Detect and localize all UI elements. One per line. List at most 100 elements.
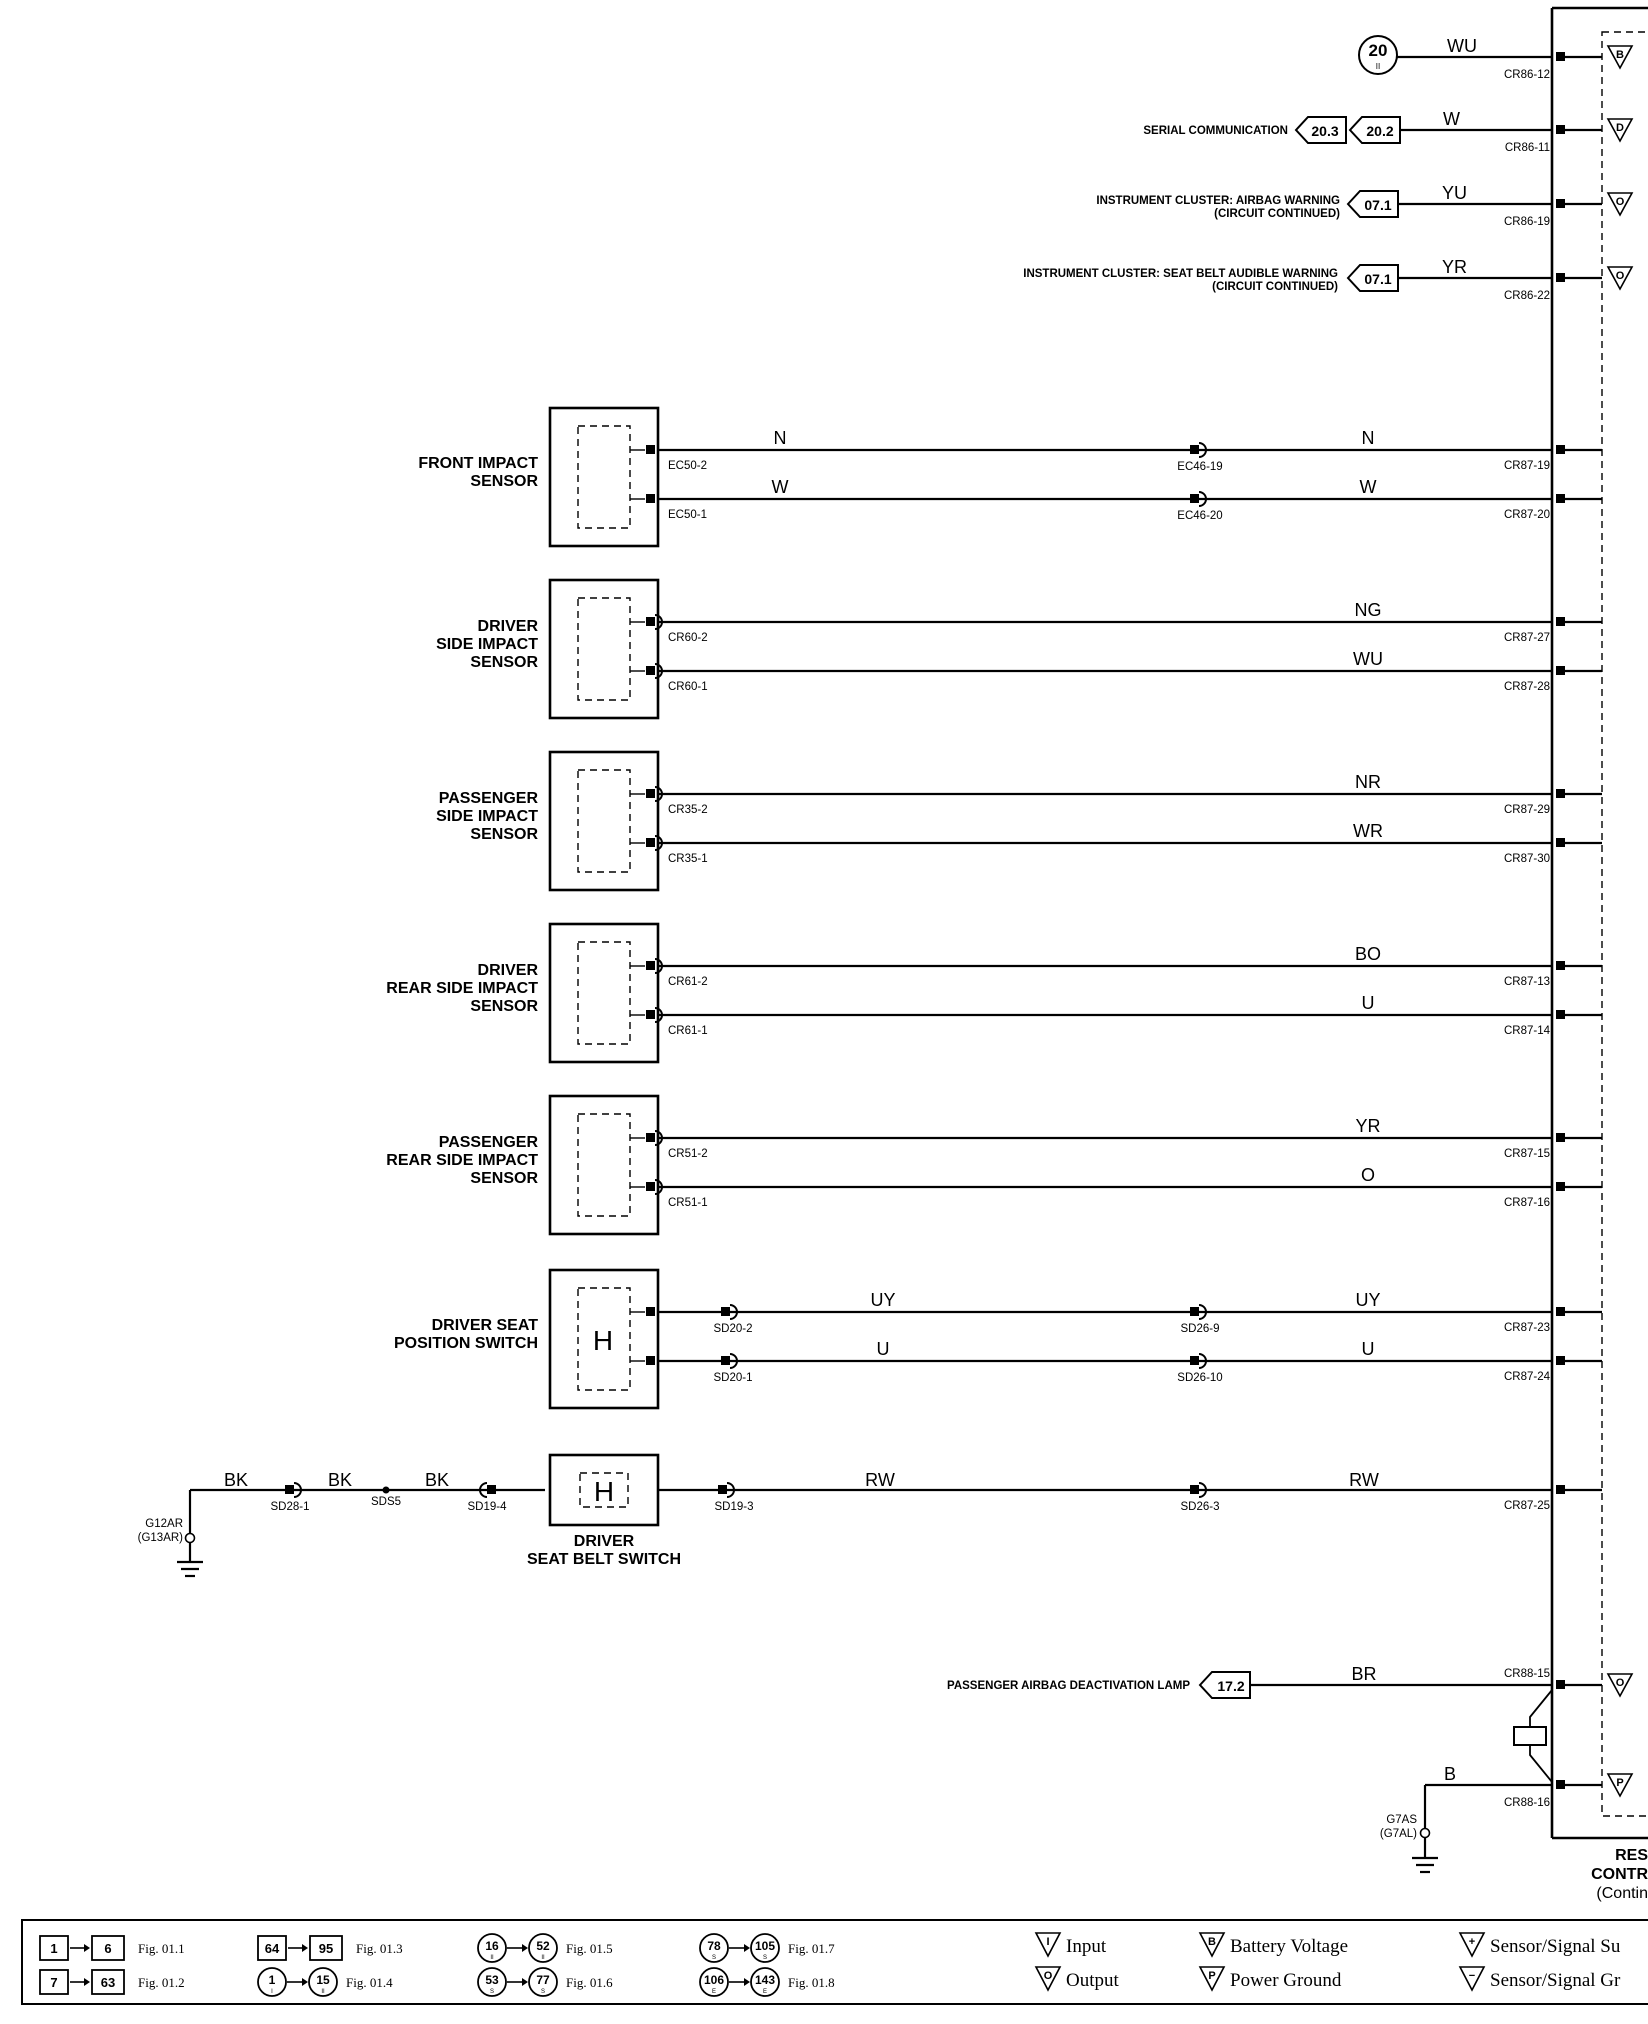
sensor-box xyxy=(548,1094,660,1236)
sensor-name: DRIVER xyxy=(478,618,539,635)
sensor-pin xyxy=(646,1010,655,1019)
module-label-2: CONTR xyxy=(1591,1866,1648,1883)
control-module: RES CONTR (Contin xyxy=(1550,6,1648,1902)
connector-pin xyxy=(1190,1307,1199,1316)
ground-label: G12AR xyxy=(145,1518,183,1530)
fig-ref: Fig. 01.7 xyxy=(788,1941,835,1956)
symbol-glyph: − xyxy=(1469,1970,1475,1982)
connector-pin xyxy=(285,1485,294,1494)
connector-socket xyxy=(293,1482,302,1498)
circuit-desc: INSTRUMENT CLUSTER: AIRBAG WARNING xyxy=(1096,195,1340,207)
pin-marker xyxy=(1556,125,1565,134)
shorting-bar-icon xyxy=(1513,1726,1547,1746)
wire-color: NG xyxy=(1355,600,1382,620)
legend-symbol: − Sensor/Signal Gr xyxy=(1458,1966,1621,1992)
hall-symbol: H xyxy=(594,1476,614,1507)
connector-label: SD20-2 xyxy=(714,1323,753,1335)
connector-label: CR61-2 xyxy=(668,976,708,988)
symbol-text: Sensor/Signal Gr xyxy=(1490,1970,1621,1991)
output-icon xyxy=(1606,266,1634,291)
pin-marker xyxy=(1556,273,1565,282)
range-from-sub: II xyxy=(490,1955,494,1961)
wire-color: O xyxy=(1361,1165,1375,1185)
pin-marker xyxy=(1556,1182,1565,1191)
range-from: 78 xyxy=(707,1939,721,1953)
range-to: 77 xyxy=(536,1973,550,1987)
pin-label: CR87-15 xyxy=(1504,1148,1550,1160)
pin-label: CR88-16 xyxy=(1504,1797,1550,1809)
connector-pin xyxy=(1190,445,1199,454)
sensor-inner xyxy=(577,769,631,873)
circuit-desc: INSTRUMENT CLUSTER: SEAT BELT AUDIBLE WA… xyxy=(1023,268,1338,280)
sensor-name: REAR SIDE IMPACT xyxy=(386,1152,538,1169)
module-label-3: (Contin xyxy=(1596,1885,1648,1902)
symbol-triangle-icon xyxy=(1458,1932,1486,1958)
ref-number: 07.1 xyxy=(1364,197,1391,213)
connector-label: CR51-1 xyxy=(668,1197,708,1209)
arrow-icon xyxy=(302,1944,308,1952)
circuit-desc-2: (CIRCUIT CONTINUED) xyxy=(1212,281,1338,293)
connector-label: SD28-1 xyxy=(271,1501,310,1513)
circuit-desc: PASSENGER AIRBAG DEACTIVATION LAMP xyxy=(947,1680,1190,1692)
connector-socket xyxy=(1198,1304,1207,1320)
arrow-icon xyxy=(302,1978,308,1986)
circuit-desc: SERIAL COMMUNICATION xyxy=(1143,125,1288,137)
sensor-name: SENSOR xyxy=(470,654,538,671)
pin-marker xyxy=(1556,617,1565,626)
pin-marker xyxy=(1556,1780,1565,1789)
wire-color: RW xyxy=(1349,1470,1379,1490)
sensor-inner xyxy=(577,425,631,529)
connector-socket xyxy=(1198,442,1207,458)
sensor-pin xyxy=(646,961,655,970)
pin-label: CR87-20 xyxy=(1504,509,1550,521)
connector-pin xyxy=(1190,494,1199,503)
ref-circle-icon xyxy=(257,1967,287,1997)
sensor-name: SENSOR xyxy=(470,998,538,1015)
sensor-box xyxy=(548,750,660,892)
sensor-pin xyxy=(646,494,655,503)
sensor-name: POSITION SWITCH xyxy=(394,1335,538,1352)
sensor-name: SIDE IMPACT xyxy=(436,808,538,825)
wire-color: U xyxy=(1362,1339,1375,1359)
sensor-pin xyxy=(646,1133,655,1142)
sensor-inner xyxy=(577,597,631,701)
ref-circle-icon xyxy=(308,1967,338,1997)
sensor-pin xyxy=(646,617,655,626)
symbol-glyph: D xyxy=(1616,122,1624,134)
connector-socket xyxy=(1198,1353,1207,1369)
wire-color: U xyxy=(877,1339,890,1359)
wire-color: N xyxy=(774,428,787,448)
page-ref-number: 20 xyxy=(1369,41,1388,60)
symbol-glyph: O xyxy=(1044,1970,1053,1982)
splice-label: SDS5 xyxy=(371,1496,401,1508)
wire-color: YR xyxy=(1442,257,1467,277)
connector-label: SD26-3 xyxy=(1181,1501,1220,1513)
pin-label: CR87-29 xyxy=(1504,804,1550,816)
sensor-name: SENSOR xyxy=(470,473,538,490)
connector-label: CR60-2 xyxy=(668,632,708,644)
symbol-glyph: B xyxy=(1208,1936,1216,1948)
arrow-icon xyxy=(84,1944,90,1952)
connector-socket xyxy=(726,1482,735,1498)
wire-color: W xyxy=(1443,109,1460,129)
connector-socket xyxy=(479,1482,488,1498)
connector-label: EC46-19 xyxy=(1177,461,1222,473)
arrow-icon xyxy=(84,1978,90,1986)
wire-color: YR xyxy=(1355,1116,1380,1136)
arrow-icon xyxy=(522,1944,528,1952)
connector-label: SD20-1 xyxy=(714,1372,753,1384)
symbol-triangle-icon xyxy=(1458,1966,1486,1992)
symbol-text: Input xyxy=(1066,1936,1107,1957)
wire-color: RW xyxy=(865,1470,895,1490)
sensor-group: FRONT IMPACTSENSOREC50-2NEC46-19NCR87-19… xyxy=(386,406,1602,1410)
range-to: 6 xyxy=(104,1941,111,1956)
connector-label: EC50-2 xyxy=(668,460,707,472)
connector-label: SD19-4 xyxy=(468,1501,508,1513)
range-to: 15 xyxy=(316,1973,330,1987)
